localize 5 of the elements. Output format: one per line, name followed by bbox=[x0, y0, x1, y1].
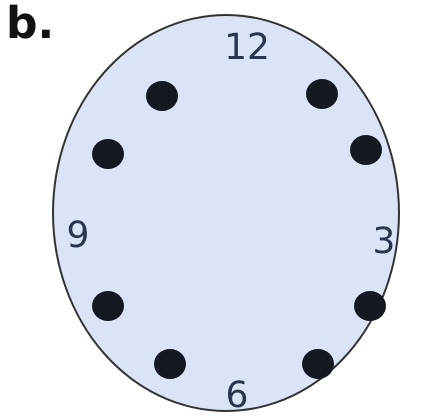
panel-label: b. bbox=[6, 2, 54, 46]
clock-numeral: 12 bbox=[224, 30, 270, 66]
clock-numeral: 9 bbox=[66, 218, 90, 254]
clock-numeral: 3 bbox=[372, 224, 396, 260]
clock-numeral: 6 bbox=[226, 378, 248, 414]
